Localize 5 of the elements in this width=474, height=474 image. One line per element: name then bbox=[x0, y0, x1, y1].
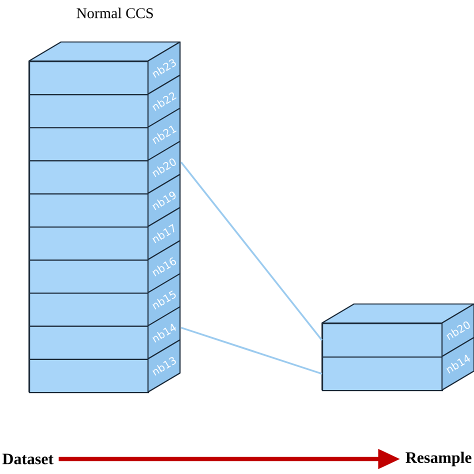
connector-line bbox=[180, 162, 323, 341]
heading: Normal CCS bbox=[76, 8, 153, 18]
text-label: Resample bbox=[406, 452, 472, 466]
connector-line bbox=[180, 326, 322, 375]
text-label: Dataset bbox=[2, 454, 54, 464]
